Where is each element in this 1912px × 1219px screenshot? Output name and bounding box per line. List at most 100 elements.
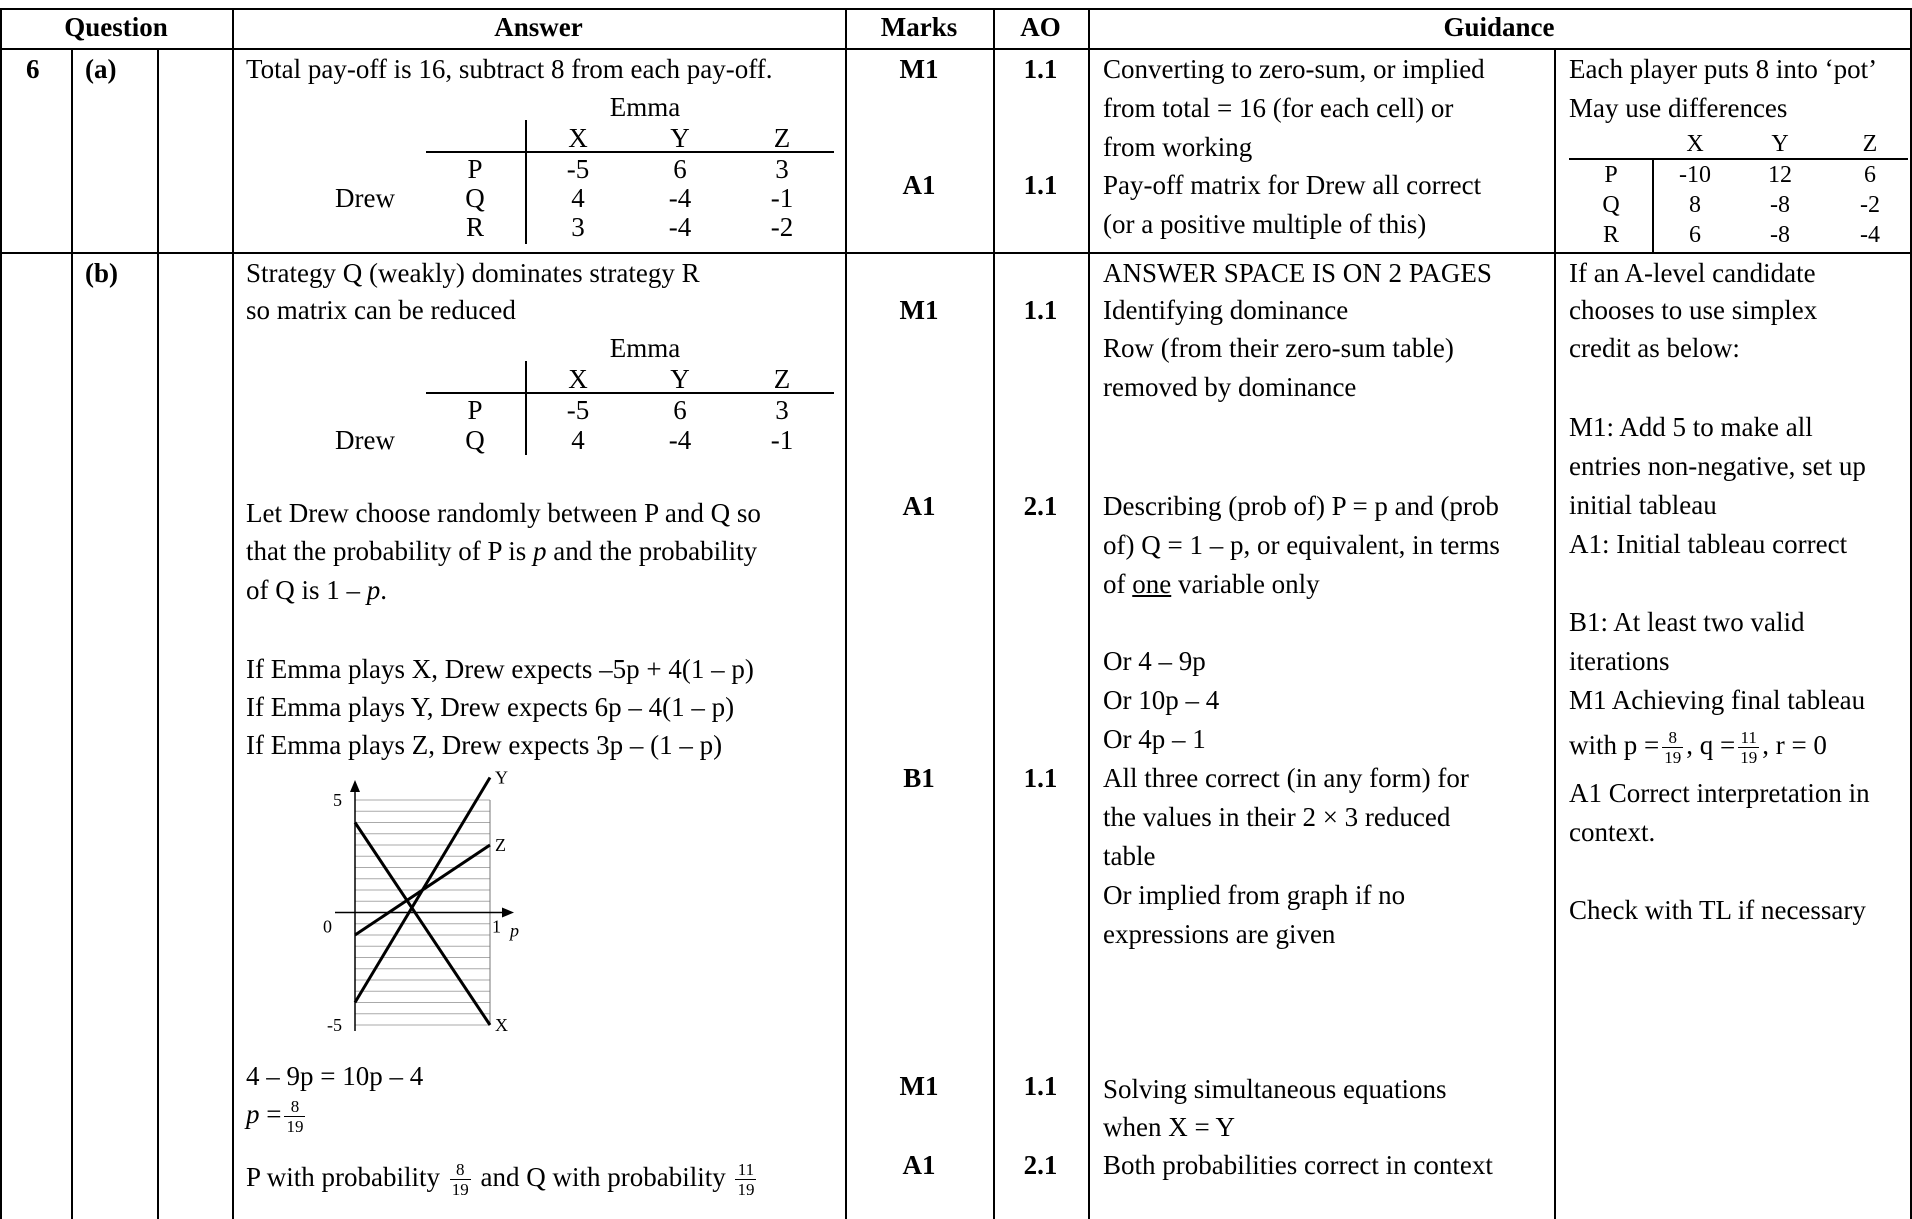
extra-guidance-line: M1 Achieving final tableau xyxy=(1569,685,1866,715)
table-cell: -1 xyxy=(770,183,794,213)
series-line-z xyxy=(354,843,491,937)
expectation-line: If Emma plays X, Drew expects –5p + 4(1 … xyxy=(246,654,754,684)
table-cell: 12 xyxy=(1768,162,1792,188)
table-row-header: Q xyxy=(465,183,485,213)
table-cell: -10 xyxy=(1679,162,1711,188)
guidance-line: Pay-off matrix for Drew all correct xyxy=(1103,170,1482,200)
part-a-label: (a) xyxy=(85,54,117,84)
table-cell: -5 xyxy=(566,154,590,184)
table-row-header: P xyxy=(467,395,483,425)
table-col-title: Emma xyxy=(609,92,681,122)
table-row-header: R xyxy=(465,212,484,242)
tick-label: 0 xyxy=(323,917,332,937)
answer-line: that the probability of P is p and the p… xyxy=(246,536,758,566)
table-cell: 6 xyxy=(673,154,687,184)
guidance-line: Row (from their zero-sum table) xyxy=(1103,333,1454,363)
y-axis-arrow xyxy=(350,780,360,792)
guidance-line: expressions are given xyxy=(1103,919,1336,949)
table-cell: -5 xyxy=(566,395,590,425)
table-row-header: P xyxy=(467,154,483,184)
x-axis-arrow xyxy=(502,907,514,918)
table-cell: -2 xyxy=(1860,192,1880,218)
expectation-line: If Emma plays Z, Drew expects 3p – (1 – … xyxy=(246,730,723,760)
table-row-header: R xyxy=(1602,222,1619,248)
ao-code: 2.1 xyxy=(1023,491,1058,521)
guidance-line: from total = 16 (for each cell) or xyxy=(1103,93,1454,123)
guidance-line: from working xyxy=(1103,132,1253,162)
guidance-line: table xyxy=(1103,841,1156,871)
mark-code: M1 xyxy=(899,1071,939,1101)
ao-code: 1.1 xyxy=(1023,54,1058,84)
table-col-header: X xyxy=(568,364,588,394)
ao-code: 1.1 xyxy=(1023,295,1058,325)
table-cell: 6 xyxy=(1864,162,1876,188)
extra-guidance-line: B1: At least two valid xyxy=(1569,607,1805,637)
guidance-line: of) Q = 1 – p, or equivalent, in terms xyxy=(1103,530,1500,560)
tick-label: 1 xyxy=(492,917,501,937)
mark-code: A1 xyxy=(902,491,936,521)
mark-code: M1 xyxy=(899,295,939,325)
mark-code: B1 xyxy=(903,763,935,793)
series-line-x xyxy=(353,821,492,1026)
extra-guidance-line: May use differences xyxy=(1569,93,1788,123)
tick-label: 5 xyxy=(333,790,342,810)
extra-guidance-line: context. xyxy=(1569,817,1656,847)
extra-guidance-line: If an A-level candidate xyxy=(1569,258,1816,288)
equation-line: 4 – 9p = 10p – 4 xyxy=(246,1061,424,1091)
table-col-header: Y xyxy=(670,123,690,153)
extra-guidance-line: M1: Add 5 to make all xyxy=(1569,412,1813,442)
table-row-header: Q xyxy=(1602,192,1620,218)
header-question: Question xyxy=(64,12,168,42)
guidance-line: the values in their 2 × 3 reduced xyxy=(1103,802,1451,832)
table-cell: 4 xyxy=(571,183,585,213)
guidance-line: Identifying dominance xyxy=(1103,295,1349,325)
answer-line: Strategy Q (weakly) dominates strategy R xyxy=(246,258,700,288)
extra-guidance-line: Check with TL if necessary xyxy=(1569,895,1866,925)
table-col-header: Z xyxy=(1862,131,1878,157)
table-cell: 8 xyxy=(1689,192,1701,218)
table-cell: 3 xyxy=(775,395,789,425)
table-cell: -4 xyxy=(1860,222,1880,248)
axis-label: p xyxy=(508,921,519,941)
guidance-line: (or a positive multiple of this) xyxy=(1103,209,1427,239)
header-marks: Marks xyxy=(880,12,958,42)
mark-code: A1 xyxy=(902,1150,936,1180)
table-cell: -8 xyxy=(1770,192,1790,218)
guidance-line: Converting to zero-sum, or implied xyxy=(1103,54,1485,84)
table-col-header: Z xyxy=(773,364,791,394)
extra-guidance-line: A1: Initial tableau correct xyxy=(1569,529,1848,559)
table-row-title: Drew xyxy=(335,425,395,455)
extra-guidance-line: credit as below: xyxy=(1569,333,1740,363)
table-cell: -4 xyxy=(668,183,692,213)
table-row-header: P xyxy=(1604,162,1618,188)
header-ao: AO xyxy=(1020,12,1061,42)
expectation-line: If Emma plays Y, Drew expects 6p – 4(1 –… xyxy=(246,692,735,722)
part-a-answer-line: Total pay-off is 16, subtract 8 from eac… xyxy=(246,54,773,84)
ao-code: 1.1 xyxy=(1023,170,1058,200)
ao-code: 2.1 xyxy=(1023,1150,1058,1180)
guidance-line: Both probabilities correct in context xyxy=(1103,1150,1493,1180)
table-col-title: Emma xyxy=(609,333,681,363)
table-cell: -2 xyxy=(770,212,794,242)
table-cell: -1 xyxy=(770,425,794,455)
guidance-line: when X = Y xyxy=(1103,1112,1235,1142)
table-col-header: X xyxy=(1686,131,1704,157)
extra-guidance-line: initial tableau xyxy=(1569,490,1717,520)
table-col-header: Y xyxy=(670,364,690,394)
extra-guidance-line: Each player puts 8 into ‘pot’ xyxy=(1569,54,1878,84)
table-row-title: Drew xyxy=(335,183,395,213)
guidance-line: Or 10p – 4 xyxy=(1103,685,1220,715)
table-cell: 3 xyxy=(571,212,585,242)
guidance-line: ANSWER SPACE IS ON 2 PAGES xyxy=(1103,258,1492,288)
extra-guidance-line: entries non-negative, set up xyxy=(1569,451,1866,481)
tick-label: -5 xyxy=(327,1015,342,1035)
guidance-line: Solving simultaneous equations xyxy=(1103,1074,1447,1104)
table-cell: 6 xyxy=(673,395,687,425)
table-col-header: X xyxy=(568,123,588,153)
header-guidance: Guidance xyxy=(1443,12,1555,42)
extra-guidance-line: chooses to use simplex xyxy=(1569,295,1818,325)
table-cell: -8 xyxy=(1770,222,1790,248)
